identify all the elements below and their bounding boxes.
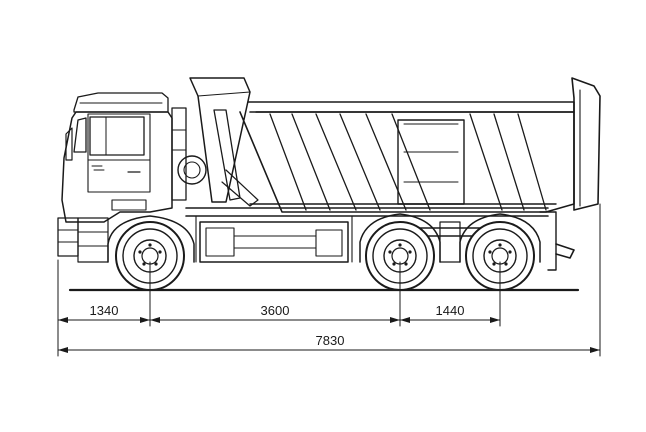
dim-wheelbase: 3600 <box>261 303 290 318</box>
cab <box>57 92 207 263</box>
front-wheel <box>107 215 195 291</box>
dim-rear-axle-spacing: 1440 <box>436 303 465 318</box>
chassis <box>185 207 575 271</box>
dim-front-overhang: 1340 <box>90 303 119 318</box>
dump-body <box>239 77 601 213</box>
lift-mechanism <box>189 77 259 207</box>
dim-overall-length: 7830 <box>316 333 345 348</box>
dimension-lines <box>57 203 601 357</box>
